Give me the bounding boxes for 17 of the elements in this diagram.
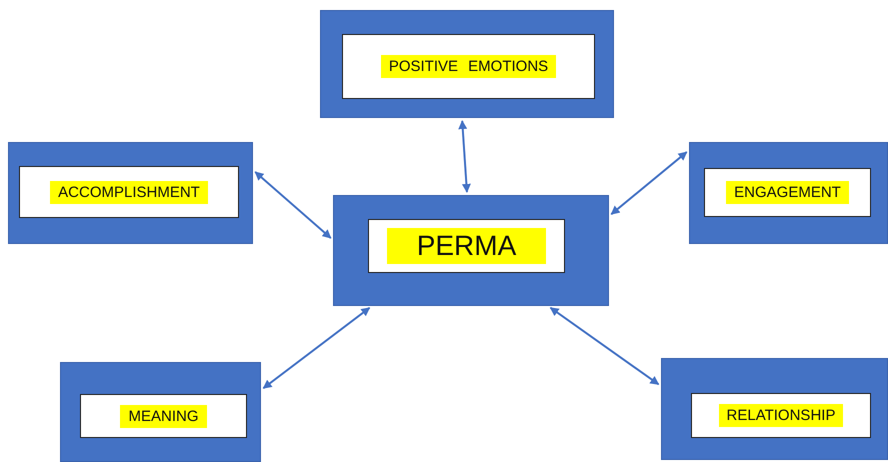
node-label: ACCOMPLISHMENT [50,180,208,204]
node-label: ENGAGEMENT [726,181,849,204]
node-box [8,142,253,244]
node-label: RELATIONSHIP [718,404,844,427]
node-box [661,358,888,460]
node-label: POSITIVE EMOTIONS [380,55,556,78]
node-box [689,142,888,244]
node-box [333,195,609,306]
double-arrow [550,306,660,386]
double-arrow [262,307,370,389]
node-box [320,10,614,118]
double-arrow [610,151,688,215]
node-box [60,362,261,462]
double-arrow [254,171,332,239]
node-label: PERMA [386,228,546,264]
node-label: MEANING [120,404,206,428]
double-arrow [458,120,471,193]
